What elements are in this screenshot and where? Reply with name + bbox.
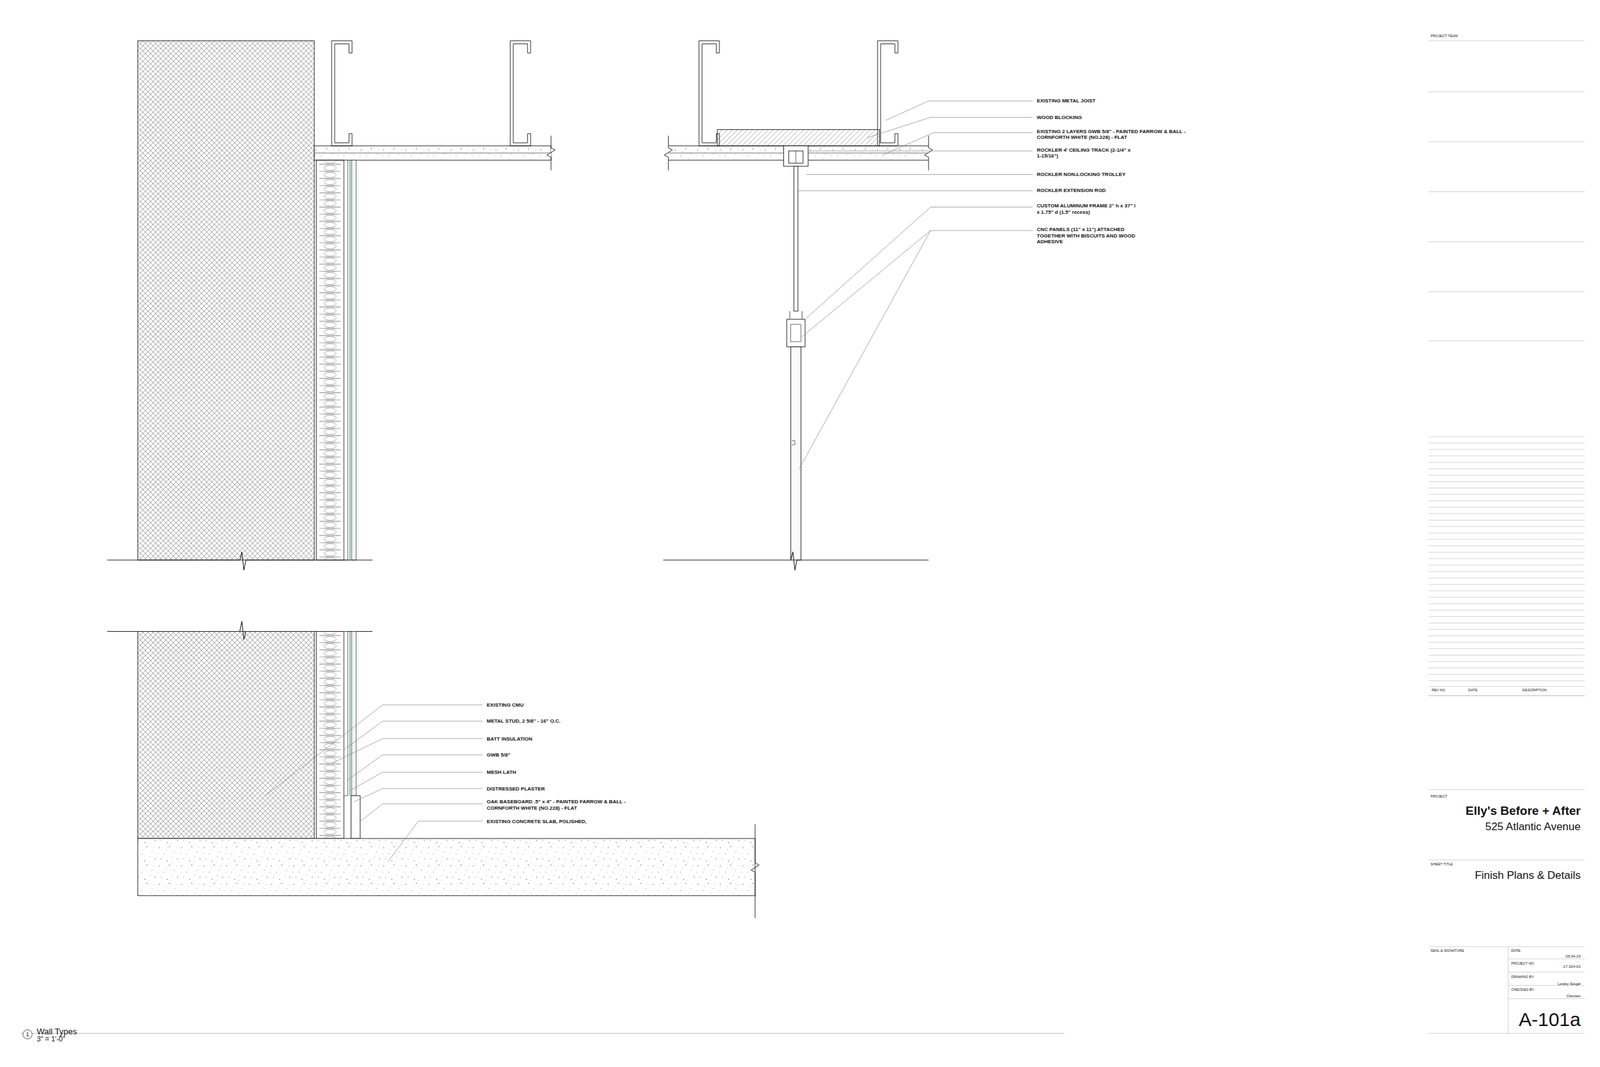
callout-label: DISTRESSED PLASTER	[487, 785, 546, 793]
title-block-caption: DATE	[1468, 688, 1478, 693]
callout-label: METAL STUD, 2 5/8" - 16" O.C.	[487, 718, 561, 725]
callout-label: BATT INSULATION	[487, 736, 533, 743]
callout-label: EXISTING CONCRETE SLAB, POLISHED,	[487, 818, 587, 825]
title-block-caption: CHECKED BY:	[1511, 987, 1535, 992]
callout-label: EXISTING CMU	[487, 702, 525, 709]
title-block-value: 17-324-01	[1562, 964, 1581, 969]
title-block-caption: PROJECT:	[1430, 794, 1448, 799]
drawing-scale: 3" = 1'-0"	[36, 1034, 65, 1044]
title-block-caption: DESCRIPTION	[1522, 688, 1547, 693]
title-block-caption: SHEET TITLE	[1430, 862, 1453, 867]
title-block-caption: PROJECT NO:	[1511, 961, 1535, 966]
detail-number: 1	[26, 1031, 30, 1039]
callout-label: MESH LATH	[487, 769, 517, 776]
callout-label: ROCKLER NON-LOCKING TROLLEY	[1036, 171, 1126, 178]
project-address: 525 Atlantic Avenue	[1485, 820, 1581, 834]
sheet-title: Finish Plans & Details	[1474, 869, 1581, 882]
callout-label: ROCKLER EXTENSION ROD	[1036, 187, 1106, 194]
title-block-value: 05.04.23	[1565, 954, 1581, 959]
callout-label: OAK BASEBOARD .5" x 4" - PAINTED FARROW …	[487, 798, 660, 811]
callout-label: WOOD BLOCKING	[1036, 114, 1083, 121]
callout-label: CUSTOM ALUMINUM FRAME 2" h x 37" l x 1.7…	[1036, 202, 1140, 216]
title-block-value: Lesley Siegel	[1557, 981, 1581, 987]
callout-label: ROCKLER 4' CEILING TRACK (2-1/4" x 1-15/…	[1036, 147, 1133, 160]
callout-label: GWB 5/8"	[487, 752, 511, 759]
title-block-caption: DATE:	[1511, 948, 1522, 953]
title-block-value: Checker	[1566, 993, 1581, 999]
title-block-caption: DRAWING BY:	[1511, 974, 1535, 980]
title-block-caption: SEAL & SIGNATURE	[1430, 948, 1464, 953]
project-name: Elly's Before + After	[1465, 803, 1581, 819]
callout-label: CNC PANELS (11" x 11") ATTACHED TOGETHER…	[1036, 226, 1149, 246]
title-block-caption: REV NO	[1431, 688, 1446, 693]
title-block-caption: PROJECT TEAM	[1430, 33, 1458, 39]
callout-label: EXISTING 2 LAYERS GWB 5/8" - PAINTED FAR…	[1036, 128, 1210, 141]
sheet-number: A-101a	[1518, 1008, 1581, 1032]
callout-label: EXISTING METAL JOIST	[1036, 97, 1096, 105]
